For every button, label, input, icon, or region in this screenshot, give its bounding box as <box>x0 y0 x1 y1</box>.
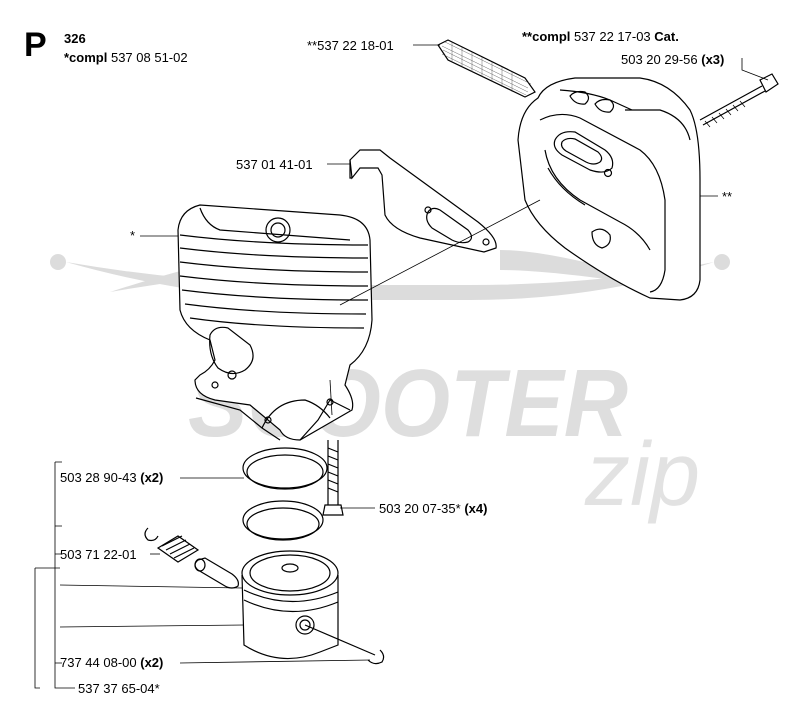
muffler-kit-label: **compl 537 22 17-03 Cat. <box>522 29 679 44</box>
compl-number: 537 08 51-02 <box>110 50 188 65</box>
bolt-top-qty: (x3) <box>701 52 725 67</box>
bolt-top-label: 503 20 29-56 (x3) <box>621 52 724 67</box>
ring-label: 503 28 90-43 (x2) <box>60 470 163 485</box>
bracket <box>349 149 497 253</box>
compl-kit-label: *compl 537 08 51-02 <box>64 50 188 65</box>
piston-pin <box>194 557 239 589</box>
ring-qty: (x2) <box>140 470 164 485</box>
piston-part-number: 537 37 65-04* <box>78 681 160 696</box>
cylinder <box>177 204 373 441</box>
cat-suffix: Cat. <box>654 29 679 44</box>
circlip-label: 737 44 08-00 (x2) <box>60 655 163 670</box>
bolt-top-number: 503 20 29-56 <box>621 52 698 67</box>
muffler-marker: ** <box>722 189 733 204</box>
page-number: 326 <box>64 31 86 46</box>
watermark-script: zip <box>584 425 700 525</box>
leader-lines <box>34 44 769 689</box>
bolt-bottom-qty: (x4) <box>464 501 488 516</box>
compl-prefix: *compl <box>64 50 108 65</box>
filter-part-number: **537 22 18-01 <box>307 38 394 53</box>
bearing <box>156 535 200 563</box>
bolt-bottom-number: 503 20 07-35* <box>379 501 461 516</box>
bracket-part-number: 537 01 41-01 <box>236 157 313 172</box>
ring-number: 503 28 90-43 <box>60 470 137 485</box>
muffler <box>517 77 701 301</box>
piston-rings <box>242 447 328 541</box>
cylinder-marker: * <box>130 228 136 243</box>
circlips <box>144 527 385 665</box>
bolt-top <box>699 73 779 128</box>
circlip-number: 737 44 08-00 <box>60 655 137 670</box>
circlip-qty: (x2) <box>140 655 164 670</box>
piston <box>241 550 376 660</box>
cat-prefix: **compl <box>522 29 571 44</box>
assembly-lines <box>329 199 541 416</box>
bearing-part-number: 503 71 22-01 <box>60 547 137 562</box>
bolt-bottom <box>322 440 344 516</box>
drawing <box>34 39 779 689</box>
bolt-bottom-label: 503 20 07-35* (x4) <box>379 501 487 516</box>
cat-number: 537 22 17-03 <box>574 29 651 44</box>
section-letter: P <box>24 26 47 64</box>
filter-screen <box>437 39 536 98</box>
